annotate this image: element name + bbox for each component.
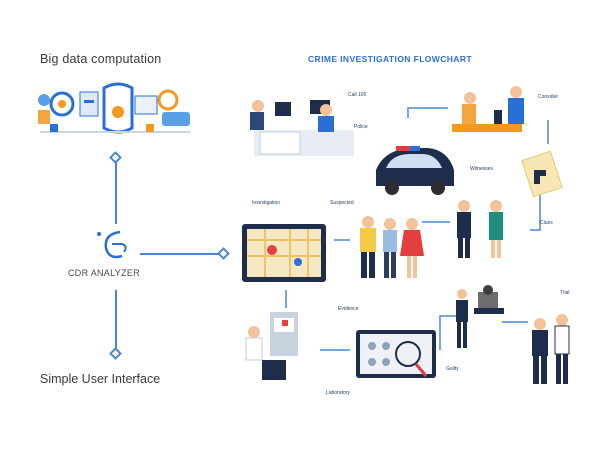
connector-nodes bbox=[109, 151, 230, 360]
label-trial: Trial bbox=[560, 290, 570, 296]
label-clues: Clues bbox=[540, 220, 553, 226]
label-consider: Consider bbox=[538, 94, 559, 100]
label-suspected: Suspected bbox=[330, 200, 354, 206]
investigation-monitor bbox=[242, 224, 326, 282]
label-evidence: Evidence bbox=[338, 306, 359, 312]
big-data-illustration bbox=[28, 82, 198, 144]
label-witnesses: Witnesses bbox=[470, 166, 494, 172]
label-police: Police bbox=[354, 124, 368, 130]
simple-ui-title: Simple User Interface bbox=[40, 372, 161, 386]
call-100-scene bbox=[250, 100, 354, 156]
witnesses-scene bbox=[457, 200, 503, 258]
evidence-monitor bbox=[356, 330, 436, 378]
label-guilty: Guilty bbox=[446, 366, 459, 372]
police-car-icon bbox=[376, 146, 454, 195]
label-call-100: Call 100 bbox=[348, 92, 367, 98]
suspected-scene bbox=[360, 216, 424, 278]
clues-scene bbox=[521, 150, 563, 198]
analyzer-logo-icon bbox=[97, 230, 127, 259]
analyzer-name: CDR ANALYZER bbox=[68, 268, 140, 278]
label-investigation: Investigation bbox=[252, 200, 281, 206]
big-data-title: Big data computation bbox=[40, 52, 162, 66]
laboratory-scene bbox=[245, 312, 298, 380]
consider-scene bbox=[452, 86, 524, 132]
flowchart-title: CRIME INVESTIGATION FLOWCHART bbox=[308, 54, 472, 64]
guilty-scene bbox=[456, 285, 504, 348]
left-connector bbox=[115, 158, 222, 352]
label-laboratory: Laboratory bbox=[326, 390, 350, 396]
trial-scene bbox=[532, 314, 570, 384]
